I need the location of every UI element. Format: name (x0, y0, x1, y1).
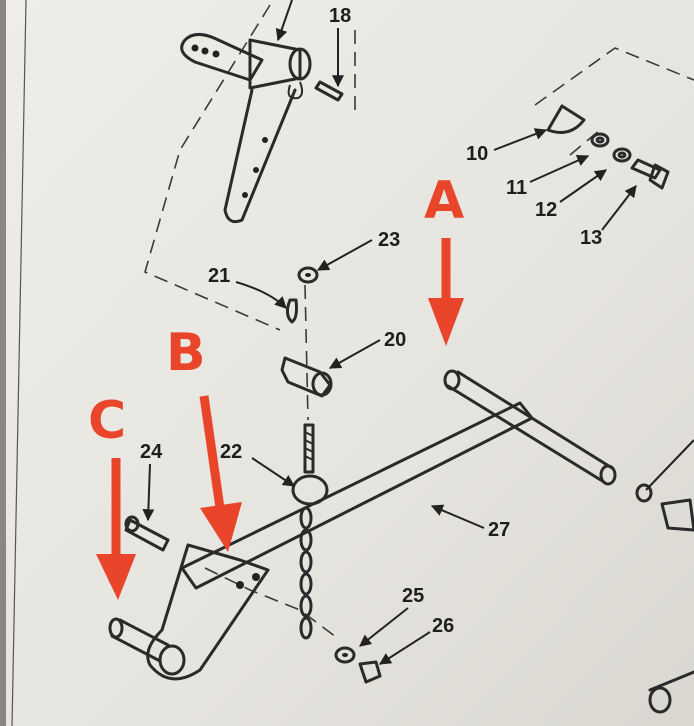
part-label-21: 21 (208, 265, 230, 287)
right-edge-hardware (635, 483, 694, 714)
part-label-24: 24 (140, 441, 163, 463)
upper-bracket (180, 33, 312, 224)
part-label-13: 13 (580, 227, 602, 249)
hardware-10-13 (546, 104, 670, 190)
leader-lines (142, 0, 637, 665)
pin-21 (285, 298, 298, 324)
callout-c-label: C (88, 391, 126, 451)
block-20 (280, 356, 333, 398)
part-label-18: 18 (329, 5, 351, 27)
page-border-line (11, 0, 27, 726)
callout-a-label: A (424, 171, 464, 231)
leader-edge (645, 439, 694, 491)
eyebolt-chain-22 (291, 423, 329, 640)
part-label-25: 25 (402, 585, 424, 607)
part-label-12: 12 (535, 199, 557, 221)
callout-b-arrow-shaft (199, 395, 225, 509)
callout-b: B (166, 323, 242, 552)
callout-b-arrow-head (200, 502, 242, 552)
bolt-24 (124, 515, 170, 552)
washer-25 (334, 646, 356, 664)
part-label-23: 23 (378, 229, 400, 251)
dashed-guide-lines (144, 4, 694, 641)
callout-a: A (424, 171, 464, 346)
shaft-27 (108, 369, 617, 681)
part-label-22: 22 (220, 441, 242, 463)
part-label-26: 26 (432, 615, 454, 637)
callout-c: C (88, 391, 136, 600)
part-label-11: 11 (506, 177, 527, 199)
nut-26 (358, 660, 382, 684)
callout-b-label: B (166, 323, 206, 383)
part-label-20: 20 (384, 329, 406, 351)
callout-a-arrow-head (428, 298, 464, 346)
part-label-10: 10 (466, 143, 488, 165)
left-edge-shadow (0, 0, 6, 726)
part-number-labels: 18 10 11 12 13 23 21 20 22 24 27 25 26 (140, 5, 602, 637)
callout-c-arrow-head (96, 554, 136, 600)
bolt-18 (314, 80, 344, 102)
part-label-27: 27 (488, 519, 510, 541)
nut-23 (297, 266, 319, 284)
